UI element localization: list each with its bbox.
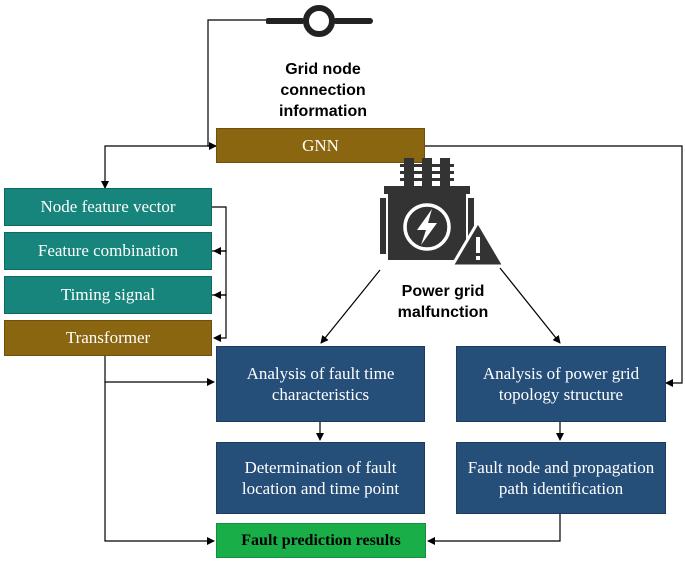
fault-node-identification-box: Fault node and propagation path identifi…	[456, 442, 666, 514]
fault-location-determination-box: Determination of fault location and time…	[216, 442, 425, 514]
gnn-box: GNN	[216, 128, 425, 163]
transformer-box: Transformer	[4, 320, 212, 356]
feature-combination-box: Feature combination	[4, 232, 212, 270]
node-feature-vector-box: Node feature vector	[4, 188, 212, 226]
grid-node-icon	[266, 5, 373, 37]
gnn-to-stack-arrow	[101, 145, 216, 189]
malfunction-to-time-arrow	[320, 269, 381, 344]
fault-prediction-results-box: Fault prediction results	[216, 523, 426, 558]
timing-signal-box: Timing signal	[4, 276, 212, 314]
warning-icon	[449, 219, 507, 268]
feature-to-combination-arrow	[212, 206, 227, 255]
faultnode-to-results-arrow	[427, 514, 561, 545]
fault-time-analysis-box: Analysis of fault time characteristics	[216, 346, 425, 422]
combination-to-timing-arrow	[212, 250, 227, 299]
topology-analysis-box: Analysis of power grid topology structur…	[456, 346, 666, 422]
transformer-to-analysis-arrow	[104, 356, 215, 386]
transformer-to-results-arrow	[104, 382, 215, 545]
timing-to-transformer-arrow	[212, 294, 227, 342]
power-grid-malfunction-label: Power grid malfunction	[397, 283, 489, 321]
lightning-icon	[403, 203, 451, 251]
grid-node-connection-label: Grid node connection information	[279, 61, 367, 120]
power-transformer-icon	[380, 158, 507, 268]
gnn-to-topology-arrow	[425, 145, 683, 387]
malfunction-to-topology-arrow	[499, 267, 561, 344]
